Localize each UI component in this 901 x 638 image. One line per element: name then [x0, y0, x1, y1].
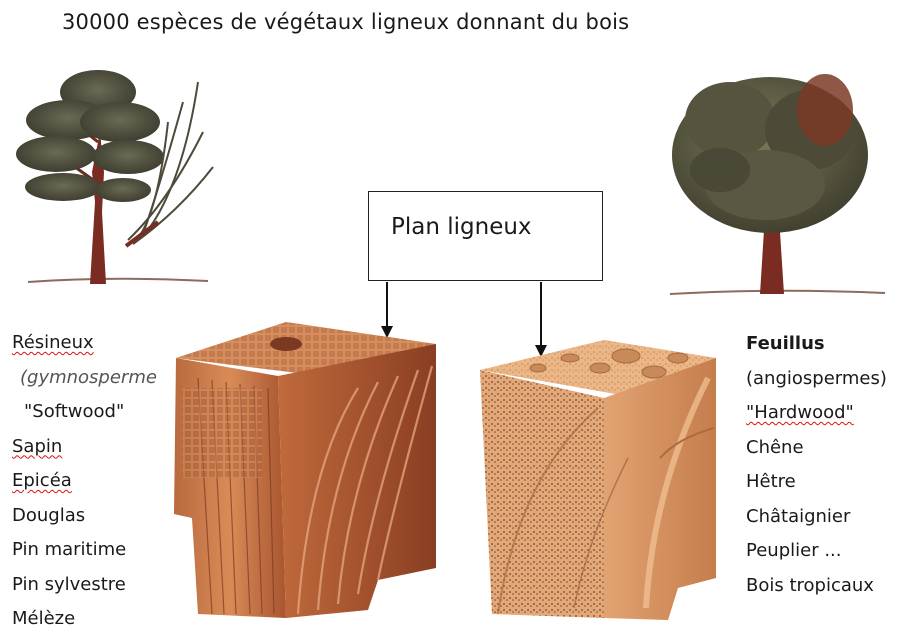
list-item: Pin sylvestre	[12, 568, 157, 603]
list-item: "Hardwood"	[746, 396, 887, 431]
list-item: Mélèze	[12, 602, 157, 637]
list-item: Châtaignier	[746, 500, 887, 535]
list-item: Feuillus	[746, 327, 887, 362]
list-item: Peuplier ...	[746, 534, 887, 569]
broadleaf-tree-illustration	[660, 60, 890, 300]
hardwood-block-illustration	[478, 338, 720, 624]
list-item: Douglas	[12, 499, 157, 534]
list-item: (angiospermes)	[746, 362, 887, 397]
list-item: Epicéa	[12, 464, 157, 499]
list-item: Hêtre	[746, 465, 887, 500]
list-item: Résineux	[12, 326, 157, 361]
list-item: Bois tropicaux	[746, 569, 887, 604]
list-item: Chêne	[746, 431, 887, 466]
list-item: "Softwood"	[12, 395, 157, 430]
plan-ligneux-box: Plan ligneux	[368, 191, 603, 281]
list-item: (gymnosperme	[12, 361, 157, 396]
softwood-list: Résineux (gymnosperme "Softwood" Sapin E…	[12, 326, 157, 637]
plan-ligneux-label: Plan ligneux	[391, 214, 532, 240]
pine-tree-illustration	[8, 62, 223, 292]
list-item: Sapin	[12, 430, 157, 465]
page-title: 30000 espèces de végétaux ligneux donnan…	[62, 10, 629, 34]
list-item: Pin maritime	[12, 533, 157, 568]
softwood-block-illustration	[168, 318, 440, 620]
hardwood-list: Feuillus (angiospermes) "Hardwood" Chêne…	[746, 327, 887, 603]
